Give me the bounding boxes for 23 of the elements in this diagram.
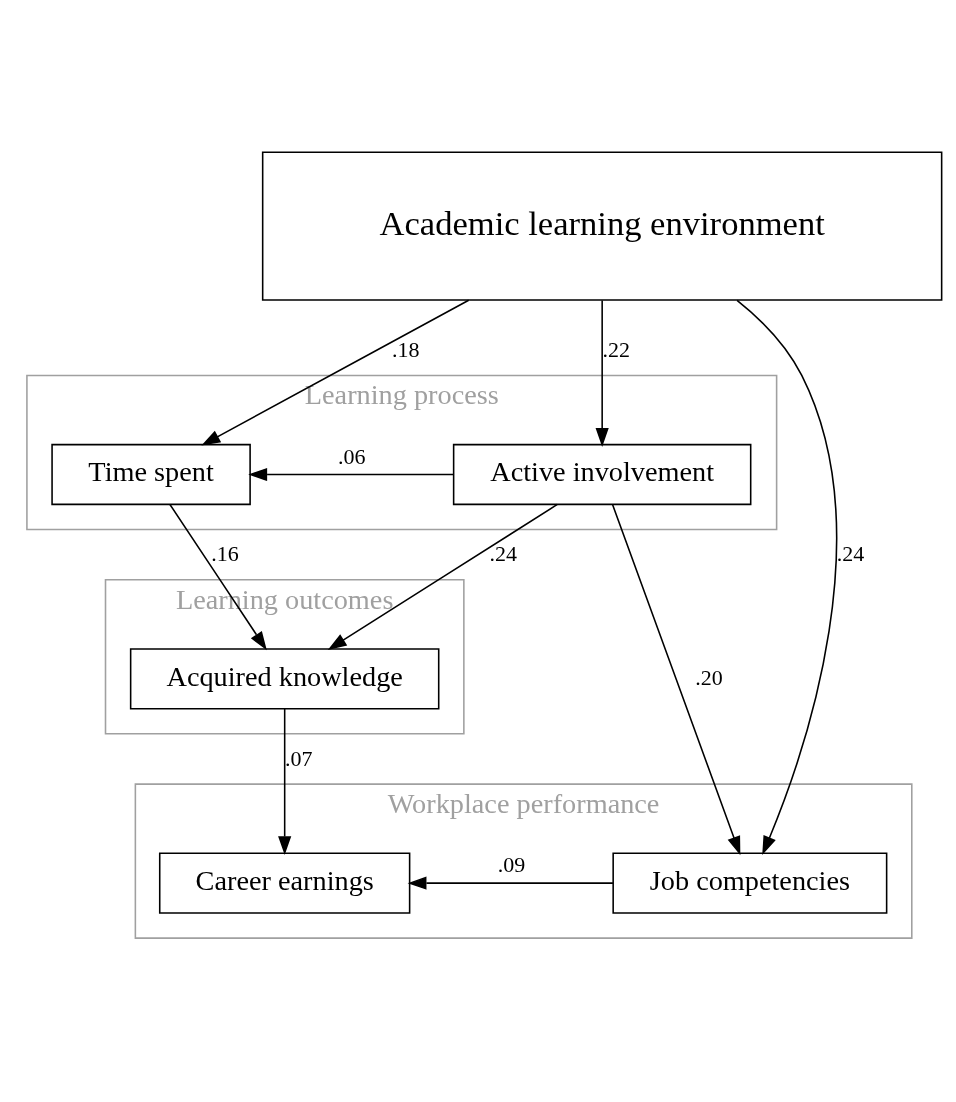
node-box: Time spent	[51, 443, 251, 505]
arrow	[248, 467, 455, 481]
edge-label: .06	[338, 443, 366, 469]
arrow	[327, 503, 559, 650]
edge-label: .18	[391, 336, 420, 362]
arrow	[595, 299, 609, 447]
edge-label: .24	[489, 540, 517, 566]
arrow	[407, 876, 614, 890]
arrow	[278, 707, 292, 855]
edge-label: .22	[602, 336, 631, 362]
node-box: Career earnings	[158, 852, 411, 914]
node-box: Academic learning environment	[261, 151, 943, 301]
edge-label: .09	[497, 851, 526, 877]
arrow	[201, 299, 470, 446]
arrow	[736, 299, 838, 855]
edge-label: .24	[836, 540, 865, 566]
node-box: Active involvement	[452, 443, 752, 505]
node-box: Job competencies	[612, 852, 888, 914]
arrow	[611, 503, 741, 855]
edge-label: .16	[211, 540, 239, 566]
edge-label: .20	[695, 664, 723, 690]
node-box: Acquired knowledge	[129, 647, 440, 709]
edge-label: .07	[285, 745, 313, 771]
